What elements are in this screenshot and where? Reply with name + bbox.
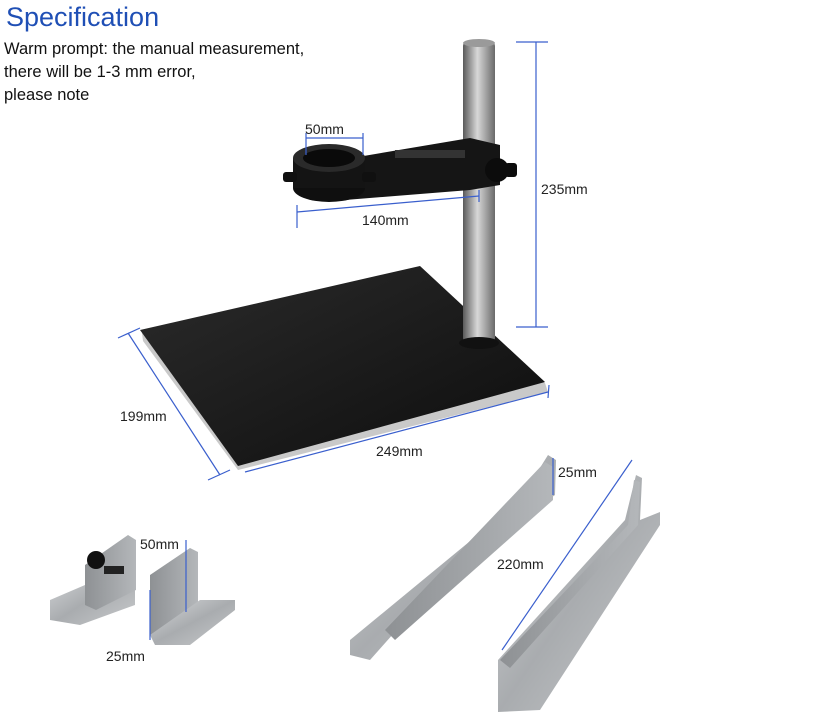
holder-arm [340,138,517,200]
dim-line-arm [296,195,480,213]
dimension-lines [117,41,633,651]
note-line-3: please note [4,86,90,104]
small-brackets [50,535,235,645]
long-rails [350,455,660,712]
dim-line-base-depth [127,332,221,476]
label-base-width: 249mm [376,443,423,459]
dim-line-rail-length [501,459,633,651]
note-line-2: there will be 1-3 mm error, [4,63,196,81]
dim-line-base-width [244,391,549,473]
label-clamp-diameter: 50mm [305,121,344,137]
page-title: Specification [6,2,160,32]
base-plate [140,266,548,470]
label-rail-length: 220mm [497,556,544,572]
measurement-note: Warm prompt: the manual measurement, the… [4,38,364,107]
note-line-1: Warm prompt: the manual measurement, [4,40,305,58]
label-bracket-height: 50mm [140,536,179,552]
ring-clamp [283,144,376,202]
label-rail-height: 25mm [558,464,597,480]
label-bracket-width: 25mm [106,648,145,664]
label-base-depth: 199mm [120,408,167,424]
label-pole-height: 235mm [541,181,588,197]
label-arm-length: 140mm [362,212,409,228]
